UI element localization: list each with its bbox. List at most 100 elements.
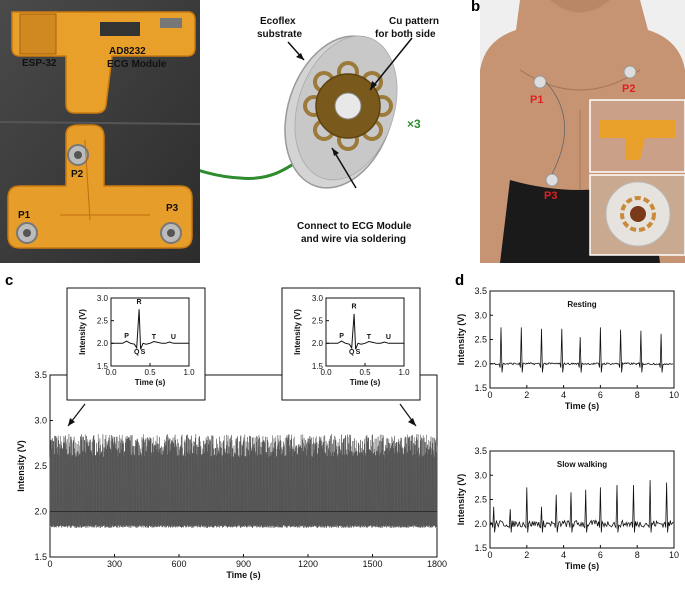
y-tick-label: 2.5 — [312, 316, 324, 325]
y-tick-label: 1.5 — [312, 362, 324, 371]
x-tick-label: 8 — [635, 550, 640, 560]
x-axis-label: Time (s) — [350, 378, 381, 387]
y-tick-label: 1.5 — [474, 543, 487, 553]
y-tick-label: 2.0 — [312, 339, 324, 348]
cu-pattern-icon — [303, 61, 393, 151]
x-axis-label: Time (s) — [565, 561, 599, 571]
y-tick-label: 2.0 — [34, 507, 47, 517]
y-tick-label: 3.0 — [474, 310, 487, 320]
label-soldering: and wire via soldering — [301, 234, 407, 245]
ecg-single-beat — [111, 309, 189, 350]
wave-label-r: R — [137, 299, 142, 306]
x-tick-label: 2 — [524, 390, 529, 400]
x-axis-label: Time (s) — [226, 570, 260, 580]
x-tick-label: 0.5 — [144, 368, 156, 377]
panel-d-letter: d — [455, 272, 465, 289]
y-tick-label: 2.5 — [474, 335, 487, 345]
x-tick-label: 2 — [524, 550, 529, 560]
ecg-single-beat — [326, 313, 404, 350]
y-axis-label: Intensity (V) — [16, 440, 26, 492]
arrow-right-head — [408, 418, 416, 426]
wave-label-q: Q — [134, 349, 140, 356]
y-axis-label: Intensity (V) — [293, 309, 302, 355]
wave-label-q: Q — [349, 349, 355, 356]
label-esp32: ESP-32 — [22, 58, 57, 69]
x-tick-label: 6 — [598, 550, 603, 560]
label-substrate: substrate — [257, 29, 303, 40]
x-tick-label: 600 — [171, 559, 186, 569]
x-tick-label: 10 — [669, 390, 679, 400]
ecg-trace-walking — [489, 480, 674, 533]
body-photo-illustration — [480, 0, 685, 263]
x-tick-label: 0.0 — [320, 368, 332, 377]
y-axis-label: Intensity (V) — [78, 309, 87, 355]
x-tick-label: 0.5 — [359, 368, 371, 377]
x-tick-label: 1.0 — [398, 368, 410, 377]
label-ecoflex: Ecoflex — [260, 16, 296, 27]
label-board-p1: P1 — [18, 210, 31, 221]
x-tick-label: 1500 — [362, 559, 382, 569]
y-tick-label: 1.5 — [34, 552, 47, 562]
x-tick-label: 0.0 — [105, 368, 117, 377]
inset-box — [66, 287, 206, 401]
label-board-p2: P2 — [71, 169, 84, 180]
x-tick-label: 10 — [669, 550, 679, 560]
label-body-p2: P2 — [622, 83, 636, 95]
x-axis-label: Time (s) — [565, 401, 599, 411]
wave-label-s: S — [141, 349, 146, 356]
ecg-trace-resting — [489, 327, 674, 373]
x-tick-label: 1200 — [298, 559, 318, 569]
subplot-title: Resting — [567, 300, 596, 309]
x-tick-label: 1.0 — [183, 368, 195, 377]
x-tick-label: 0 — [487, 390, 492, 400]
y-tick-label: 3.0 — [97, 294, 109, 303]
wave-label-t: T — [367, 334, 372, 341]
x-tick-label: 0 — [487, 550, 492, 560]
x-tick-label: 4 — [561, 390, 566, 400]
wave-label-u: U — [386, 334, 391, 341]
y-tick-label: 2.0 — [97, 339, 109, 348]
label-cu-pattern: Cu pattern — [389, 16, 439, 27]
x-tick-label: 0 — [47, 559, 52, 569]
panel-a-board-photo — [0, 0, 200, 263]
label-board-p3: P3 — [166, 203, 179, 214]
y-tick-label: 3.5 — [34, 370, 47, 380]
wave-label-t: T — [152, 334, 157, 341]
ecg-board-illustration — [0, 0, 200, 263]
y-tick-label: 3.0 — [474, 470, 487, 480]
y-tick-label: 2.0 — [474, 359, 487, 369]
wave-label-s: S — [356, 349, 361, 356]
panel-b-letter: b — [471, 0, 481, 15]
label-both-side: for both side — [375, 29, 436, 40]
electrode-schematic — [200, 35, 413, 189]
y-tick-label: 3.0 — [34, 416, 47, 426]
y-axis-label: Intensity (V) — [456, 474, 466, 526]
inset-box — [281, 287, 421, 401]
y-tick-label: 1.5 — [474, 383, 487, 393]
y-tick-label: 2.0 — [474, 519, 487, 529]
panel-b-photo — [480, 0, 685, 263]
wave-label-p: P — [339, 333, 344, 340]
arrow-left-head — [68, 418, 75, 426]
x-axis-label: Time (s) — [135, 378, 166, 387]
y-tick-label: 2.5 — [474, 495, 487, 505]
y-tick-label: 1.5 — [97, 362, 109, 371]
y-tick-label: 2.5 — [97, 316, 109, 325]
label-connect: Connect to ECG Module — [297, 221, 412, 232]
x-tick-label: 900 — [236, 559, 251, 569]
y-tick-label: 3.0 — [312, 294, 324, 303]
wave-label-u: U — [171, 334, 176, 341]
x-tick-label: 300 — [107, 559, 122, 569]
wave-label-p: P — [124, 333, 129, 340]
y-tick-label: 3.5 — [474, 446, 487, 456]
label-ecg-module: ECG Module — [107, 59, 167, 70]
subplot-title: Slow walking — [557, 460, 607, 469]
y-tick-label: 3.5 — [474, 286, 487, 296]
x-tick-label: 4 — [561, 550, 566, 560]
label-body-p1: P1 — [530, 94, 544, 106]
label-body-p3: P3 — [544, 190, 558, 202]
panel-c-letter: c — [5, 272, 14, 289]
x-tick-label: 8 — [635, 390, 640, 400]
